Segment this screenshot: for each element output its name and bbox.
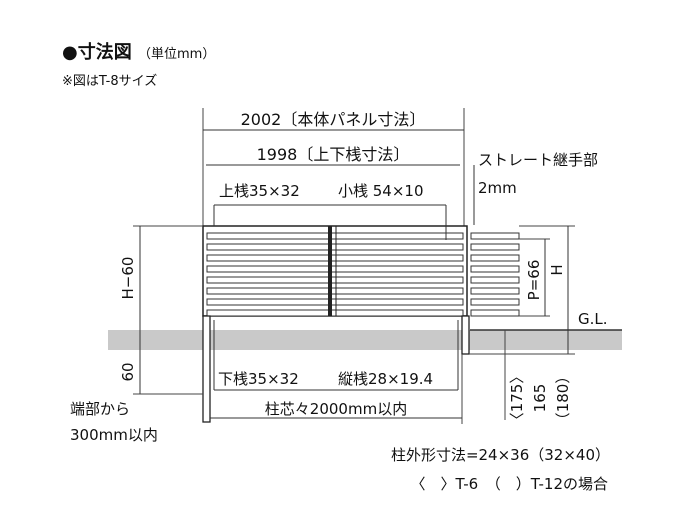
- ground-band: [108, 330, 622, 350]
- post-pitch-label: 柱芯々2000mm以内: [265, 400, 407, 418]
- h-minus-60-label: H−60: [119, 257, 137, 300]
- next-panel-slats: [470, 232, 520, 317]
- small-rail-label: 小桟 54×10: [338, 182, 424, 200]
- unit-note: （単位mm）: [138, 47, 216, 62]
- panel-width-label: 2002〔本体パネル寸法〕: [241, 110, 426, 129]
- embed-175-label: 〈175〉: [508, 369, 526, 428]
- joint-gap-label: 2mm: [478, 179, 517, 197]
- top-rail-label: 上桟35×32: [219, 182, 300, 200]
- pitch-label: P=66: [525, 260, 543, 301]
- rail-width-label: 1998〔上下桟寸法〕: [257, 145, 410, 164]
- embed-180-label: （180）: [554, 369, 572, 428]
- post-size-label: 柱外形寸法=24×36（32×40）: [391, 446, 610, 464]
- embed-165-label: 165: [531, 384, 549, 413]
- end-note-line2: 300mm以内: [70, 426, 158, 444]
- bottom-rail-label: 下桟35×32: [218, 370, 299, 388]
- height-label: H: [548, 264, 566, 275]
- gl-label: G.L.: [578, 310, 608, 328]
- size-legend-label: 〈 〉T-6 （ ）T-12の場合: [410, 475, 608, 493]
- diagram-title: ●寸法図 （単位mm）: [62, 38, 215, 64]
- size-note: ※図はT-8サイズ: [62, 74, 158, 89]
- base-60-label: 60: [119, 362, 137, 381]
- right-post: [461, 315, 470, 355]
- panel-slats: [206, 232, 464, 317]
- vertical-rail-label: 縦桟28×19.4: [338, 370, 433, 388]
- straight-joint-label: ストレート継手部: [478, 151, 598, 169]
- end-note-line1: 端部から: [70, 400, 130, 418]
- left-post: [202, 315, 211, 423]
- title-text: ●寸法図: [62, 42, 132, 63]
